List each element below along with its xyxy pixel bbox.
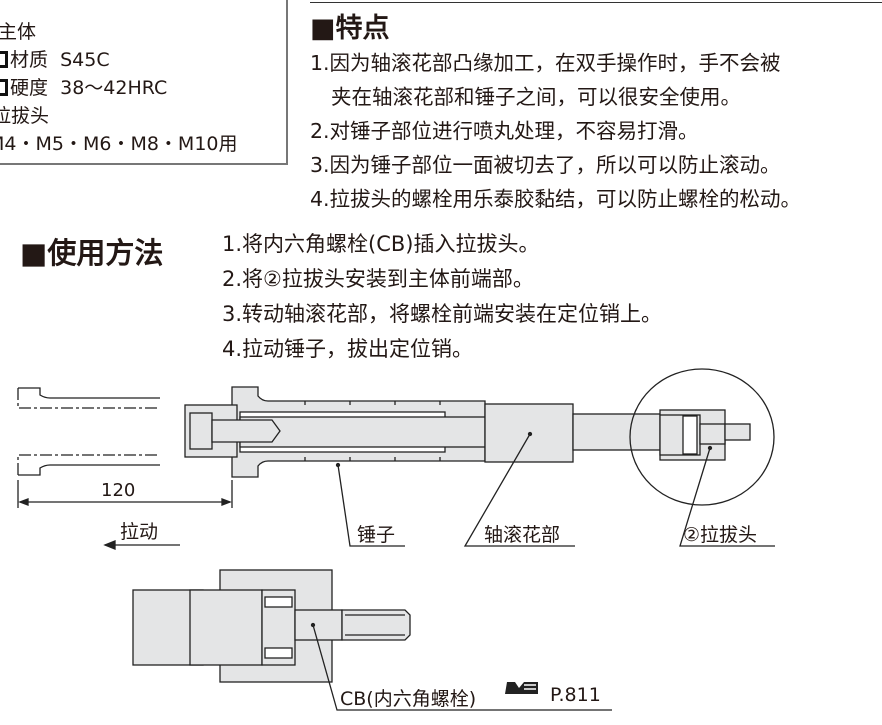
material-label: 材质 xyxy=(10,49,49,71)
hammer-label: 锤子 xyxy=(357,524,396,546)
top-rule xyxy=(310,2,882,3)
detail-view xyxy=(132,569,612,711)
dimension-120 xyxy=(17,480,233,508)
spec-puller: 拉拔头 xyxy=(0,105,50,127)
pull-label: 拉动 xyxy=(120,521,159,543)
knurl-label: 轴滚花部 xyxy=(484,524,561,546)
spec-body: 主体 xyxy=(0,21,37,43)
feature-item: 夹在轴滚花部和锤子之间，可以很安全使用。 xyxy=(331,85,741,109)
hardness-label: 硬度 xyxy=(10,77,49,99)
usage-step: 3.转动轴滚花部，将螺栓前端安装在定位销上。 xyxy=(222,302,663,326)
page-reference-link[interactable]: P.811 xyxy=(550,684,601,706)
usage-step: 2.将②拉拔头安装到主体前端部。 xyxy=(222,267,534,291)
usage-step: 1.将内六角螺栓(CB)插入拉拔头。 xyxy=(222,232,540,256)
spec-box xyxy=(0,0,288,165)
puller-head-label: ②拉拔头 xyxy=(683,524,758,546)
spec-puller-sizes: M4・M5・M6・M8・M10用 xyxy=(0,133,238,155)
hardness-mark-icon xyxy=(0,79,8,96)
detail-circle xyxy=(629,368,775,506)
shaft xyxy=(572,413,662,451)
hammer xyxy=(184,386,486,478)
cb-bolt-label: CB(内六角螺栓) xyxy=(340,688,477,710)
hardness-value: 38～42HRC xyxy=(60,77,168,99)
hammer-left-section xyxy=(17,387,160,476)
catalog-reference-icon xyxy=(505,682,538,694)
features-title: ■特点 xyxy=(310,13,390,44)
spec-material: 材质 S45C xyxy=(0,46,110,74)
feature-item: 1.因为轴滚花部凸缘加工，在双手操作时，手不会被 xyxy=(310,51,781,75)
feature-item: 2.对锤子部位进行喷丸处理，不容易打滑。 xyxy=(310,119,699,143)
feature-item: 4.拉拔头的螺栓用乐泰胶黏结，可以防止螺栓的松动。 xyxy=(310,187,802,211)
material-value: S45C xyxy=(60,49,110,71)
spec-hardness: 硬度 38～42HRC xyxy=(0,74,167,102)
usage-title: ■使用方法 xyxy=(20,236,164,270)
usage-step: 4.拉动锤子，拔出定位销。 xyxy=(222,337,474,361)
material-mark-icon xyxy=(0,51,8,68)
dimension-label: 120 xyxy=(101,480,136,501)
feature-item: 3.因为锤子部位一面被切去了，所以可以防止滚动。 xyxy=(310,153,781,177)
